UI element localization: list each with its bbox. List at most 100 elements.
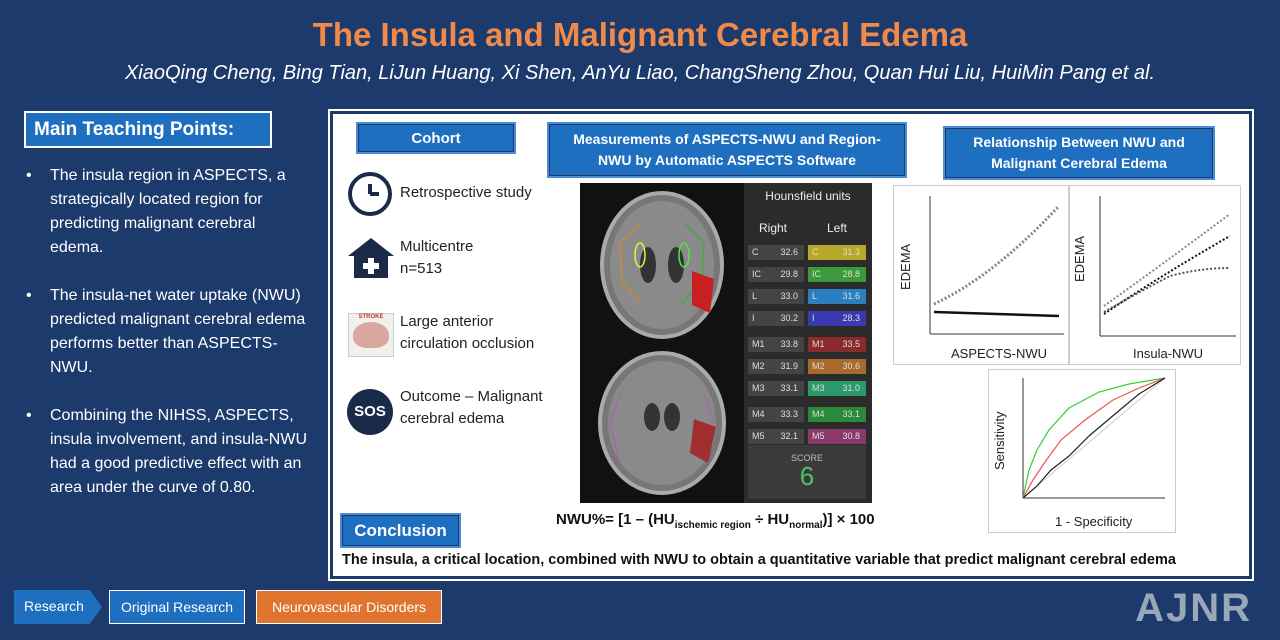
teaching-point: The insula region in ASPECTS, a strategi… [22, 164, 312, 260]
formula-prefix: NWU%= [1 – (HU [556, 511, 675, 528]
hu-value-left: 31.0 [842, 383, 860, 393]
cohort-label: Cohort [356, 122, 516, 154]
hu-region-right: M2 [752, 361, 765, 371]
cohort-retrospective: Retrospective study [400, 184, 532, 201]
clock-icon [348, 172, 392, 216]
tag-original-label: Original Research [120, 599, 234, 615]
hu-region-right: M4 [752, 409, 765, 419]
tag-research[interactable]: Research [14, 590, 102, 624]
stroke-brain-icon: STROKE [348, 313, 394, 357]
relationship-label-line1: Relationship Between NWU and [973, 134, 1185, 150]
graph2-y-label: EDEMA [1072, 235, 1087, 282]
teaching-points-header: Main Teaching Points: [24, 111, 272, 148]
hu-region-right: M3 [752, 383, 765, 393]
authors: XiaoQing Cheng, Bing Tian, LiJun Huang, … [124, 62, 1156, 84]
hu-row-left: M4 33.1 [808, 407, 866, 422]
cohort-occlusion: Large anterior circulation occlusion [400, 311, 534, 355]
measurements-label: Measurements of ASPECTS-NWU and Region- … [547, 122, 907, 178]
hu-region-right: I [752, 313, 755, 323]
graph1-y-label: EDEMA [898, 243, 913, 290]
hu-region-left: C [812, 247, 819, 257]
graph-roc [988, 369, 1176, 533]
score-label: SCORE [790, 453, 823, 463]
graph1-x-label: ASPECTS-NWU [951, 346, 1048, 361]
sos-icon: SOS [347, 389, 393, 435]
tag-original-research[interactable]: Original Research [109, 590, 245, 624]
hu-region-right: IC [752, 269, 761, 279]
graph3-y-label: Sensitivity [992, 411, 1007, 470]
graph-insula-nwu [1069, 185, 1241, 365]
relationship-label: Relationship Between NWU and Malignant C… [943, 126, 1215, 180]
hu-row-right: M4 33.3 [748, 407, 804, 422]
hu-value-left: 30.8 [842, 431, 860, 441]
cohort-outcome-line2: cerebral edema [400, 410, 505, 427]
hu-value-right: 31.9 [780, 361, 798, 371]
hu-value-right: 33.8 [780, 339, 798, 349]
conclusion-text: The insula, a critical location, combine… [342, 552, 1176, 568]
page-title: The Insula and Malignant Cerebral Edema [312, 16, 968, 53]
hu-row-left: C 31.3 [808, 245, 866, 260]
hu-region-left: M2 [812, 361, 825, 371]
hu-value-left: 33.1 [842, 409, 860, 419]
hu-region-right: L [752, 291, 758, 301]
conclusion-label: Conclusion [340, 513, 461, 548]
tag-research-label: Research [24, 598, 84, 614]
hu-value-right: 33.3 [780, 409, 798, 419]
teaching-points-list: The insula region in ASPECTS, a strategi… [22, 164, 312, 524]
hospital-icon [348, 238, 394, 278]
hu-region-left: M4 [812, 409, 825, 419]
hu-row-right: IC 29.8 [748, 267, 804, 282]
cohort-multicentre-line2: n=513 [400, 260, 443, 277]
tag-neuro-label: Neurovascular Disorders [271, 599, 427, 615]
formula-sub-ischemic: ischemic region [674, 520, 751, 531]
cohort-occlusion-line2: circulation occlusion [400, 335, 535, 352]
hu-region-left: M1 [812, 339, 825, 349]
hu-value-right: 32.6 [780, 247, 798, 257]
hu-value-left: 31.6 [842, 291, 860, 301]
hu-row-right: C 32.6 [748, 245, 804, 260]
relationship-label-line2: Malignant Cerebral Edema [991, 155, 1167, 171]
hu-row-left: L 31.6 [808, 289, 866, 304]
hu-value-right: 30.2 [780, 313, 798, 323]
hu-value-left: 31.3 [842, 247, 860, 257]
hu-region-left: I [812, 313, 815, 323]
formula-sub-normal: normal [789, 520, 823, 531]
tag-neurovascular[interactable]: Neurovascular Disorders [256, 590, 442, 624]
hu-region-left: IC [812, 269, 821, 279]
hu-region-right: M1 [752, 339, 765, 349]
cohort-multicentre: Multicentre n=513 [400, 236, 473, 280]
formula-mid: ÷ HU [750, 511, 790, 528]
hu-left-label: Left [826, 221, 847, 235]
cohort-occlusion-line1: Large anterior [400, 313, 494, 330]
score-value: 6 [799, 461, 815, 491]
hu-row-left: M2 30.6 [808, 359, 866, 374]
hu-header: Hounsfield units [765, 189, 851, 203]
sos-icon-text: SOS [354, 403, 386, 420]
stroke-icon-text: STROKE [358, 314, 384, 320]
hu-value-right: 32.1 [780, 431, 798, 441]
hu-right-label: Right [758, 221, 787, 235]
cohort-outcome: Outcome – Malignant cerebral edema [400, 386, 543, 430]
hu-row-right: M2 31.9 [748, 359, 804, 374]
hu-value-left: 28.3 [842, 313, 860, 323]
cohort-outcome-line1: Outcome – Malignant [400, 388, 543, 405]
ajnr-logo: AJNR [1135, 586, 1252, 630]
hu-row-left: I 28.3 [808, 311, 866, 326]
teaching-point: The insula-net water uptake (NWU) predic… [22, 284, 312, 380]
teaching-point: Combining the NIHSS, ASPECTS, insula inv… [22, 404, 312, 500]
hu-region-right: C [752, 247, 759, 257]
hu-value-left: 30.6 [842, 361, 860, 371]
hu-row-left: IC 28.8 [808, 267, 866, 282]
hu-value-right: 29.8 [780, 269, 798, 279]
cohort-multicentre-line1: Multicentre [400, 238, 474, 255]
hu-value-left: 28.8 [842, 269, 860, 279]
hu-region-left: L [812, 291, 818, 301]
hu-row-right: I 30.2 [748, 311, 804, 326]
